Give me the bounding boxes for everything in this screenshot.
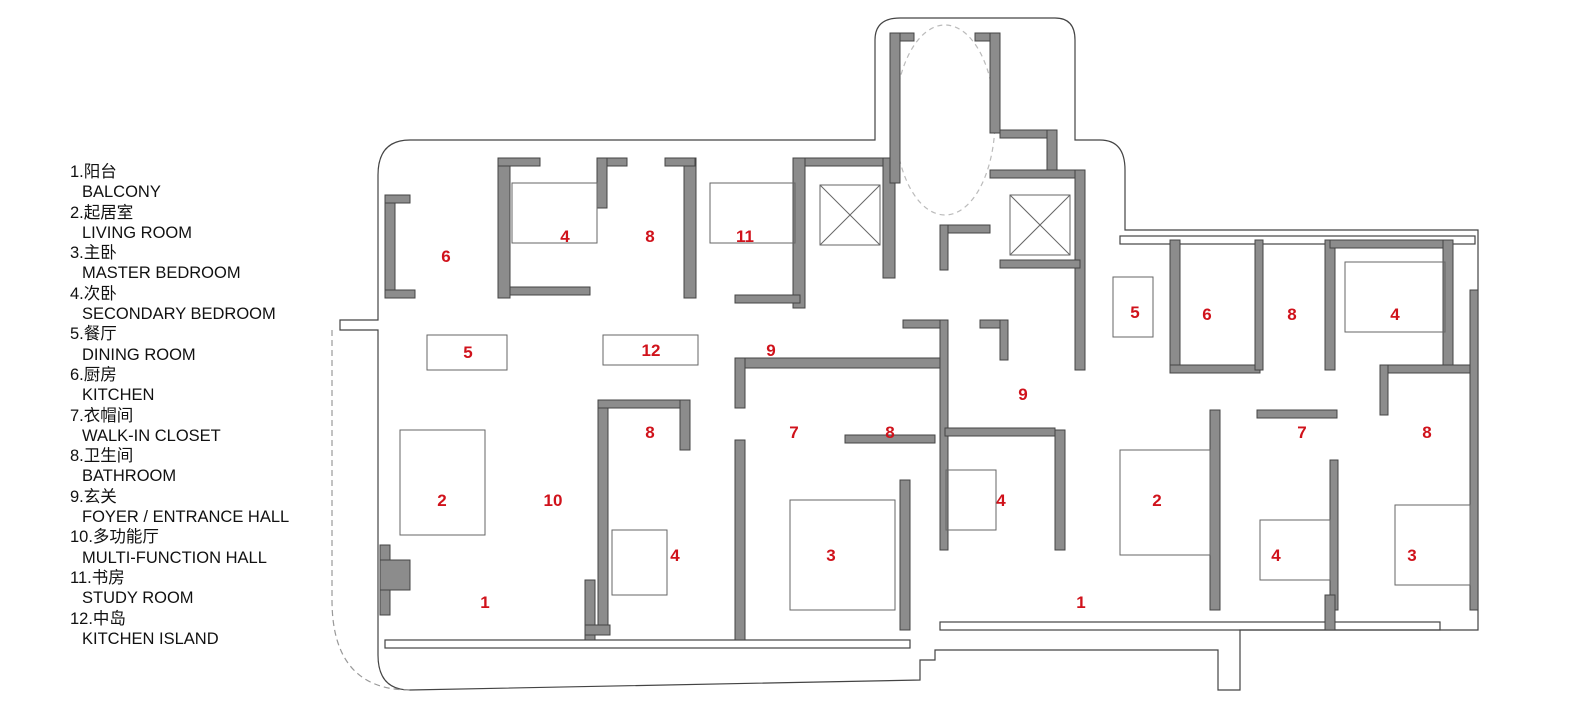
room-label: 12 <box>642 341 661 360</box>
legend-item-title: 4.次卧 <box>70 284 117 303</box>
legend-item-title: 6.厨房 <box>70 365 117 384</box>
room-label: 7 <box>789 423 798 442</box>
legend-item-title: 2.起居室 <box>70 203 134 222</box>
room-label: 8 <box>645 227 654 246</box>
room-label: 4 <box>1390 305 1400 324</box>
room-label: 9 <box>1018 385 1027 404</box>
room-label: 8 <box>1287 305 1296 324</box>
room-label: 4 <box>670 546 680 565</box>
walls <box>379 32 1479 641</box>
legend-item-title: 8.卫生间 <box>70 447 134 466</box>
legend-item-title: 10.多功能厅 <box>70 528 159 547</box>
room-label: 4 <box>560 227 570 246</box>
legend-item-english: DINING ROOM <box>82 345 196 364</box>
legend-item-english: LIVING ROOM <box>82 223 193 242</box>
furniture <box>399 182 1471 611</box>
room-label: 8 <box>645 423 654 442</box>
legend-item-title: 1.阳台 <box>70 163 117 181</box>
room-label: 1 <box>480 593 489 612</box>
room-label: 5 <box>1130 303 1139 322</box>
room-label: 2 <box>437 491 446 510</box>
legend-item-english: FOYER / ENTRANCE HALL <box>82 508 290 527</box>
room-label: 9 <box>766 341 775 360</box>
room-label: 2 <box>1152 491 1161 510</box>
legend-item-english: STUDY ROOM <box>82 589 194 608</box>
legend-item-title: 9.玄关 <box>70 487 117 506</box>
legend-item-english: KITCHEN <box>82 386 155 405</box>
legend-item-english: KITCHEN ISLAND <box>82 629 219 648</box>
legend-item-english: BALCONY <box>82 183 161 202</box>
legend-item-english: MASTER BEDROOM <box>82 264 241 283</box>
room-label: 8 <box>1422 423 1431 442</box>
room-label: 7 <box>1297 423 1306 442</box>
room-label: 3 <box>1407 546 1416 565</box>
room-label: 10 <box>544 491 563 510</box>
room-label: 6 <box>1202 305 1211 324</box>
room-label: 4 <box>1271 546 1281 565</box>
room-label: 8 <box>885 423 894 442</box>
legend-item-title: 5.餐厅 <box>70 325 117 344</box>
legend-item-title: 12.中岛 <box>70 609 126 628</box>
room-label: 3 <box>826 546 835 565</box>
room-label: 6 <box>441 247 450 266</box>
legend-item-title: 11.书房 <box>70 568 125 587</box>
legend-item-english: WALK-IN CLOSET <box>82 426 221 445</box>
room-label: 4 <box>996 491 1006 510</box>
legend-item-english: SECONDARY BEDROOM <box>82 305 276 324</box>
room-label: 1 <box>1076 593 1085 612</box>
legend-item-title: 3.主卧 <box>70 244 117 263</box>
room-label: 11 <box>736 227 754 246</box>
legend-item-english: BATHROOM <box>82 467 177 486</box>
room-label: 5 <box>463 343 472 362</box>
legend-item-english: MULTI-FUNCTION HALL <box>82 548 267 567</box>
legend-item-title: 7.衣帽间 <box>70 406 134 425</box>
